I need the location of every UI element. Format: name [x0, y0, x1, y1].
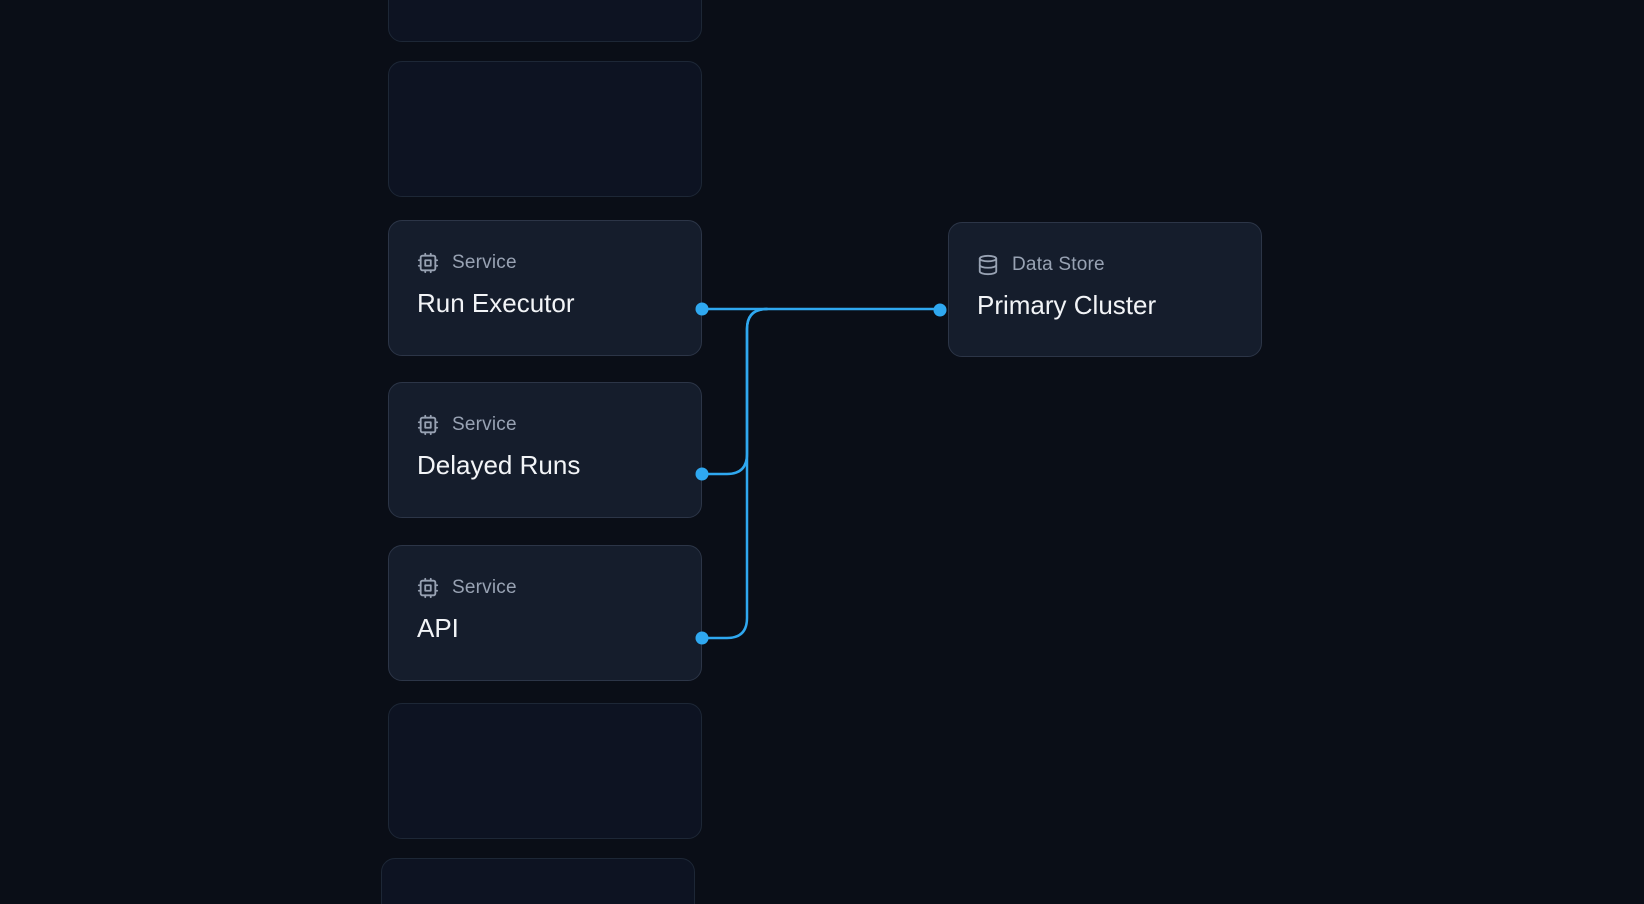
node-title: Delayed Runs — [417, 450, 581, 480]
node-api[interactable]: Service API — [388, 545, 702, 681]
cpu-icon — [417, 252, 439, 274]
cpu-icon — [417, 577, 439, 599]
connection-handle-primary-cluster[interactable] — [933, 303, 947, 317]
node-kind-row: Service — [417, 251, 673, 275]
node-title: Primary Cluster — [977, 290, 1157, 320]
node-delayed-runs[interactable]: Service Delayed Runs — [388, 382, 702, 518]
edge-delayed-runs-to-primary-cluster[interactable] — [700, 307, 769, 476]
connection-handle-run-executor[interactable] — [695, 302, 709, 316]
placeholder-node-3[interactable] — [388, 703, 702, 839]
node-kind-label: Service — [452, 252, 517, 273]
placeholder-node-2[interactable] — [388, 61, 702, 197]
node-kind-row: Data Store — [977, 253, 1233, 277]
edge-api-to-primary-cluster[interactable] — [700, 307, 769, 640]
node-title: API — [417, 613, 459, 643]
placeholder-node-4[interactable] — [381, 858, 695, 904]
database-icon — [978, 254, 998, 276]
connection-handle-delayed-runs[interactable] — [695, 467, 709, 481]
node-run-executor[interactable]: Service Run Executor — [388, 220, 702, 356]
connection-handle-api[interactable] — [695, 631, 709, 645]
node-kind-row: Service — [417, 576, 673, 600]
cpu-icon — [417, 414, 439, 436]
node-title: Run Executor — [417, 288, 575, 318]
node-kind-label: Data Store — [1012, 254, 1105, 275]
placeholder-node-1[interactable] — [388, 0, 702, 42]
node-primary-cluster[interactable]: Data Store Primary Cluster — [948, 222, 1262, 357]
node-kind-row: Service — [417, 413, 673, 437]
node-kind-label: Service — [452, 414, 517, 435]
node-kind-label: Service — [452, 577, 517, 598]
